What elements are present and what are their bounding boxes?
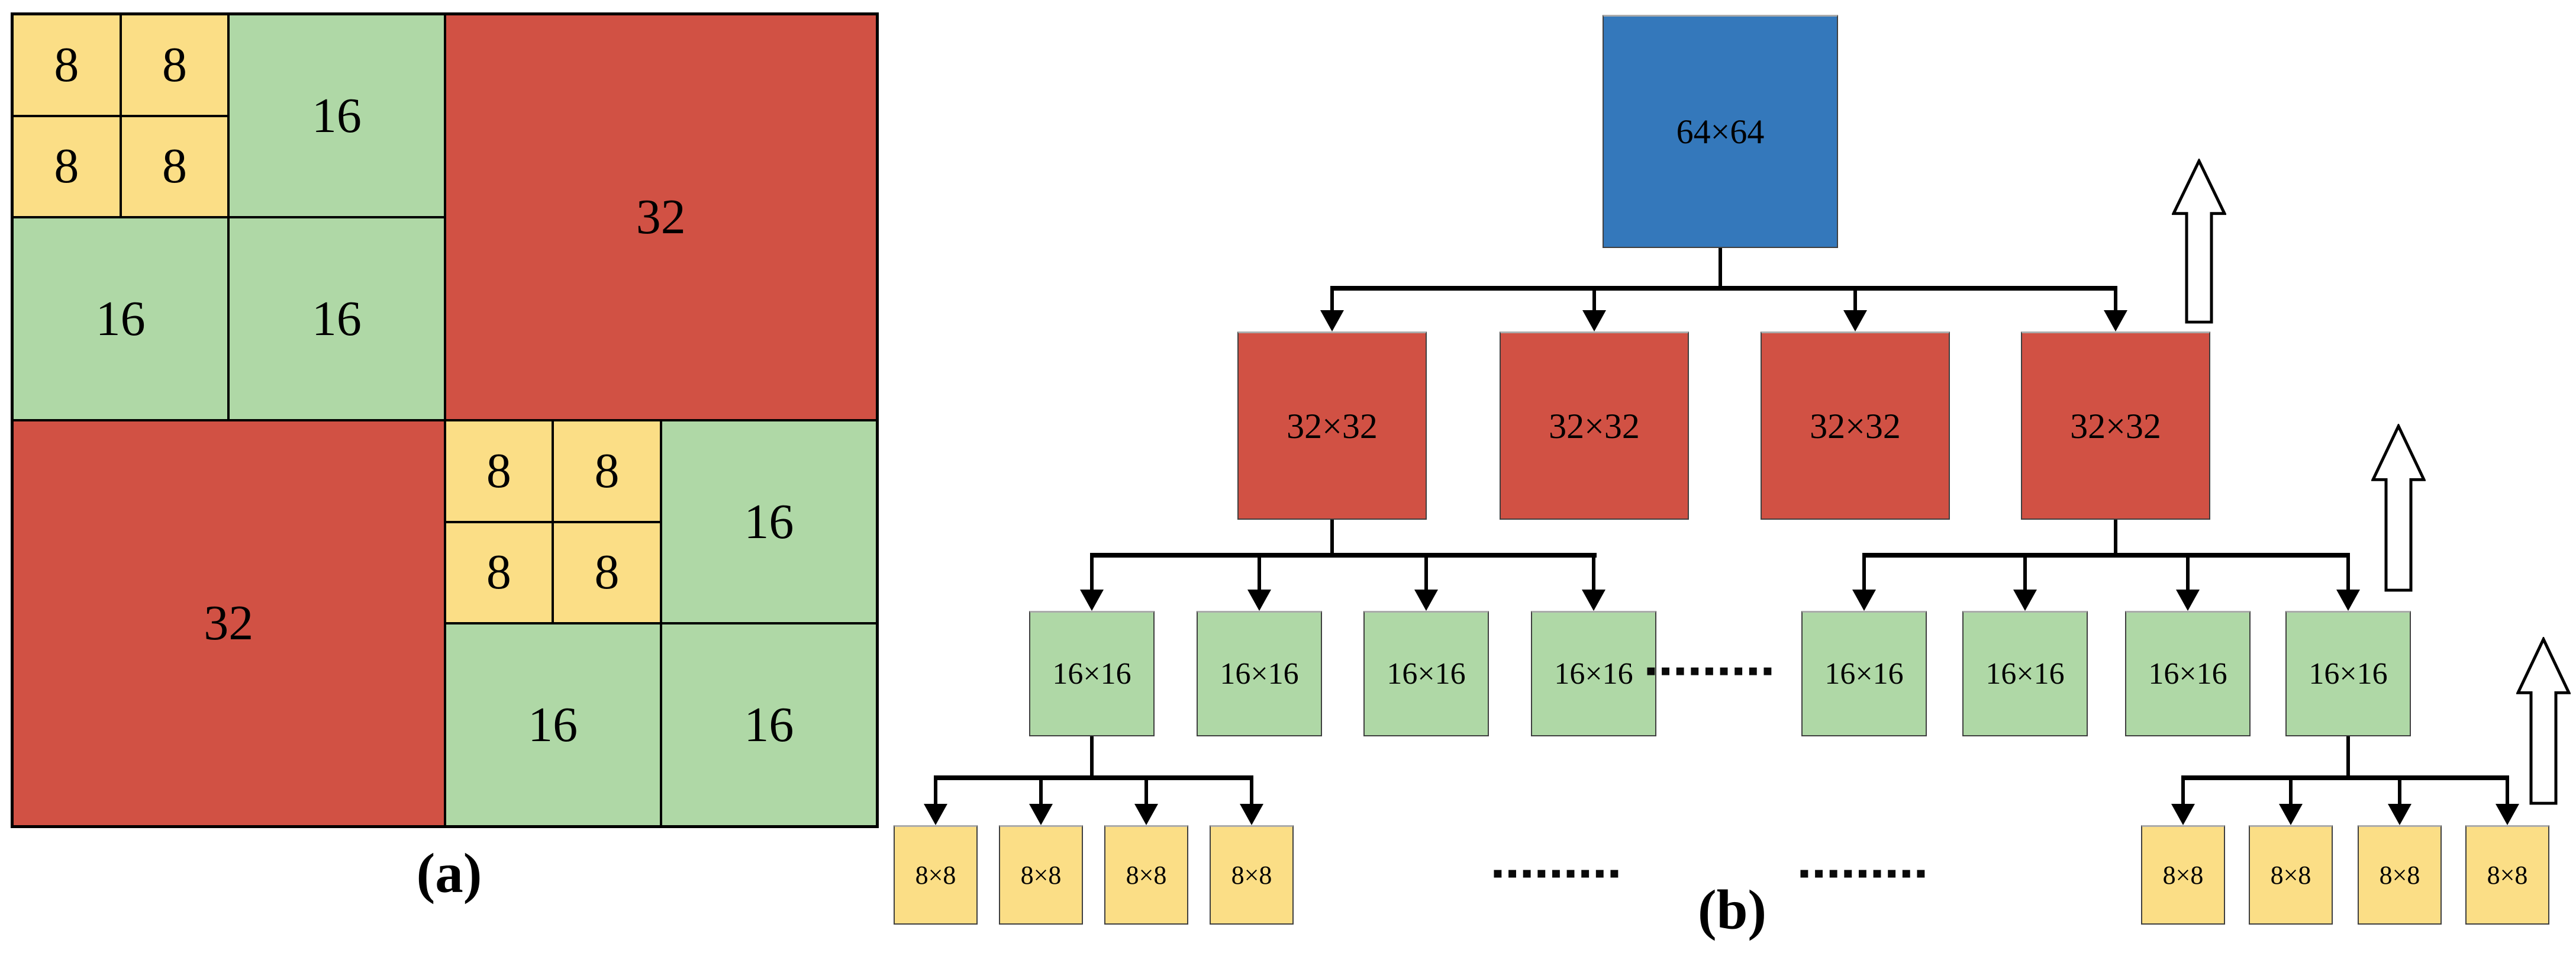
tree-node-32x32: 32×32 [1761, 331, 1950, 520]
caption-a: (a) [416, 842, 482, 904]
tree-connector-drop [1592, 558, 1595, 590]
tree-connector-drop [2181, 780, 2185, 804]
tree-node-16x16: 16×16 [1801, 611, 1927, 736]
down-arrowhead-icon [1582, 310, 1606, 331]
down-arrowhead-icon [2171, 804, 2195, 825]
tree-connector-drop [1853, 291, 1857, 313]
tree-node-8x8: 8×8 [894, 825, 978, 925]
down-arrowhead-icon [2279, 804, 2303, 825]
tree-connector-drop [2506, 780, 2509, 804]
down-arrowhead-icon [2176, 590, 2200, 611]
tree-node-16x16: 16×16 [1531, 611, 1656, 736]
tree-node-8x8: 8×8 [2358, 825, 2442, 925]
down-arrowhead-icon [2496, 804, 2519, 825]
qa-cell-32: 32 [444, 14, 877, 420]
down-arrowhead-icon [1080, 590, 1104, 611]
tree-node-16x16: 16×16 [2285, 611, 2411, 736]
qa-cell-8: 8 [12, 115, 121, 217]
ellipsis-dots: ▪▪▪▪▪▪▪▪▪ [1492, 864, 1624, 882]
tree-connector-stem [2114, 520, 2117, 555]
tree-node-16x16: 16×16 [1363, 611, 1489, 736]
down-arrowhead-icon [2013, 590, 2037, 611]
tree-node-8x8: 8×8 [1210, 825, 1294, 925]
tree-connector-drop [1039, 780, 1043, 804]
tree-connector-drop [1424, 558, 1428, 590]
tree-node-16x16: 16×16 [1962, 611, 2088, 736]
up-arrow-icon [2371, 424, 2426, 592]
tree-connector-bar [1862, 553, 2350, 558]
tree-node-16x16: 16×16 [2125, 611, 2251, 736]
tree-connector-stem [1719, 248, 1722, 291]
down-arrowhead-icon [1240, 804, 1263, 825]
qa-cell-16: 16 [228, 14, 445, 217]
tree-connector-stem [1330, 520, 1334, 555]
qa-cell-16: 16 [660, 623, 877, 826]
tree-connector-stem [1090, 736, 1094, 778]
tree-node-32x32: 32×32 [1500, 331, 1689, 520]
tree-connector-drop [2289, 780, 2293, 804]
down-arrowhead-icon [1414, 590, 1438, 611]
tree-connector-drop [1862, 558, 1866, 590]
tree-node-8x8: 8×8 [2249, 825, 2333, 925]
tree-node-16x16: 16×16 [1029, 611, 1155, 736]
tree-connector-drop [2114, 291, 2117, 313]
caption-b: (b) [1697, 878, 1767, 941]
tree-node-32x32: 32×32 [1237, 331, 1427, 520]
down-arrowhead-icon [1134, 804, 1158, 825]
tree-node-64x64: 64×64 [1603, 15, 1838, 248]
qa-cell-8: 8 [444, 521, 553, 623]
qa-cell-16: 16 [228, 217, 445, 420]
down-arrowhead-icon [1852, 590, 1876, 611]
qa-cell-8: 8 [553, 420, 661, 522]
tree-connector-bar [2181, 775, 2509, 780]
tree-connector-drop [2186, 558, 2190, 590]
down-arrowhead-icon [1029, 804, 1053, 825]
tree-connector-bar [1330, 286, 2117, 291]
up-arrow-icon [2172, 159, 2226, 324]
down-arrowhead-icon [1582, 590, 1605, 611]
tree-connector-drop [1090, 558, 1094, 590]
down-arrowhead-icon [2336, 590, 2360, 611]
tree-connector-drop [2023, 558, 2027, 590]
qa-cell-8: 8 [12, 14, 121, 116]
tree-connector-stem [2346, 736, 2350, 778]
down-arrowhead-icon [924, 804, 947, 825]
tree-node-8x8: 8×8 [1104, 825, 1188, 925]
down-arrowhead-icon [1320, 310, 1344, 331]
tree-connector-drop [934, 780, 937, 804]
tree-connector-bar [1090, 553, 1597, 558]
tree-connector-drop [1330, 291, 1334, 313]
qa-cell-32: 32 [12, 420, 445, 826]
qa-cell-16: 16 [660, 420, 877, 623]
down-arrowhead-icon [2388, 804, 2411, 825]
qa-cell-8: 8 [553, 521, 661, 623]
qa-cell-16: 16 [12, 217, 229, 420]
tree-node-8x8: 8×8 [2465, 825, 2549, 925]
tree-node-32x32: 32×32 [2021, 331, 2210, 520]
tree-connector-drop [1592, 291, 1596, 313]
ellipsis-dots: ▪▪▪▪▪▪▪▪▪ [1799, 864, 1930, 882]
tree-connector-drop [1250, 780, 1253, 804]
tree-connector-bar [934, 775, 1253, 780]
quadtree-partition-diagram: 8 8 8 8 16 16 16 32 32 8 8 8 8 16 16 16 [11, 12, 879, 828]
tree-node-8x8: 8×8 [2141, 825, 2225, 925]
qa-cell-8: 8 [120, 115, 229, 217]
down-arrowhead-icon [1843, 310, 1867, 331]
tree-connector-drop [2398, 780, 2401, 804]
tree-connector-drop [1258, 558, 1261, 590]
down-arrowhead-icon [1247, 590, 1271, 611]
tree-connector-drop [2346, 558, 2350, 590]
tree-node-16x16: 16×16 [1197, 611, 1322, 736]
down-arrowhead-icon [2104, 310, 2127, 331]
qa-cell-8: 8 [120, 14, 229, 116]
qa-cell-16: 16 [444, 623, 661, 826]
ellipsis-dots: ▪▪▪▪▪▪▪▪▪ [1646, 662, 1777, 680]
tree-connector-drop [1144, 780, 1148, 804]
up-arrow-icon [2516, 637, 2571, 805]
tree-node-8x8: 8×8 [999, 825, 1083, 925]
qa-cell-8: 8 [444, 420, 553, 522]
